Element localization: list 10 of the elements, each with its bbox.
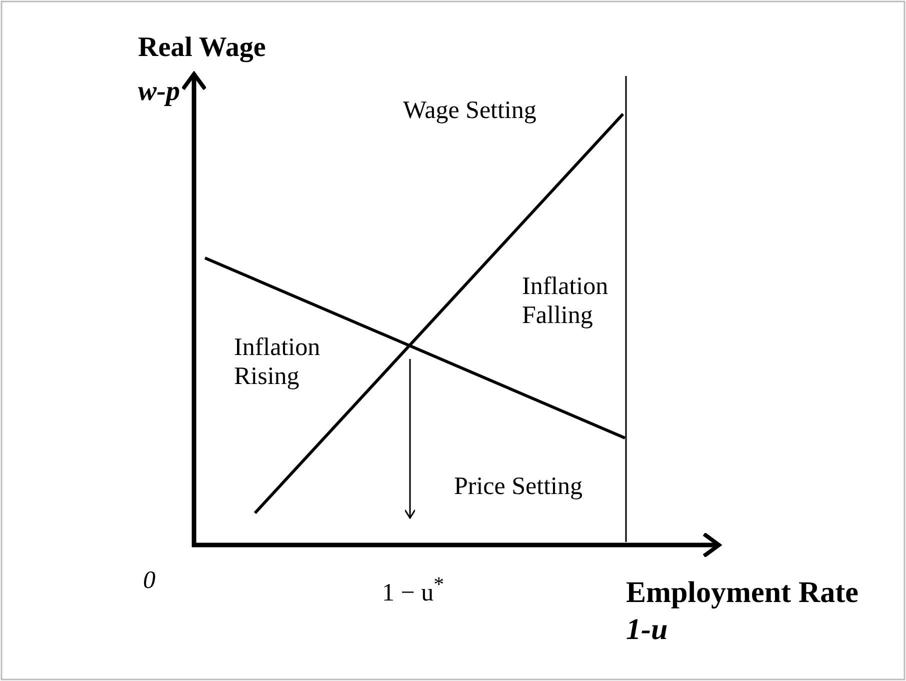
curve-label: Price Setting [454, 472, 582, 501]
tick-label: 1 − u$^{*}$ [382, 571, 444, 608]
region-label: Inflation Falling [522, 272, 610, 330]
axis-variable: w-p [138, 76, 180, 108]
tick-label: 0 [143, 566, 156, 595]
axis-title: Real Wage [138, 32, 266, 64]
region-label: Inflation Rising [234, 333, 322, 391]
curve-label: Wage Setting [403, 96, 536, 125]
axis-variable: 1-u [626, 612, 668, 647]
axis-title: Employment Rate [626, 575, 858, 610]
